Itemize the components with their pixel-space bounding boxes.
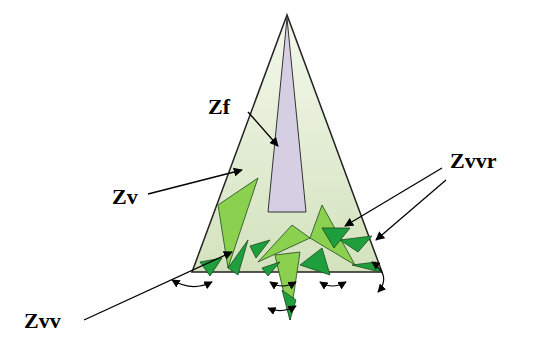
inner-zone — [268, 18, 306, 212]
fragments — [200, 178, 380, 320]
motion-arrows — [172, 262, 384, 311]
zone-label: Zv — [112, 186, 138, 208]
zone-label: Zvvr — [450, 150, 496, 172]
zone-label: Zvv — [24, 310, 61, 332]
cone-outline — [192, 15, 382, 272]
zone-label: Zf — [208, 96, 230, 118]
leader-lines — [84, 112, 446, 320]
